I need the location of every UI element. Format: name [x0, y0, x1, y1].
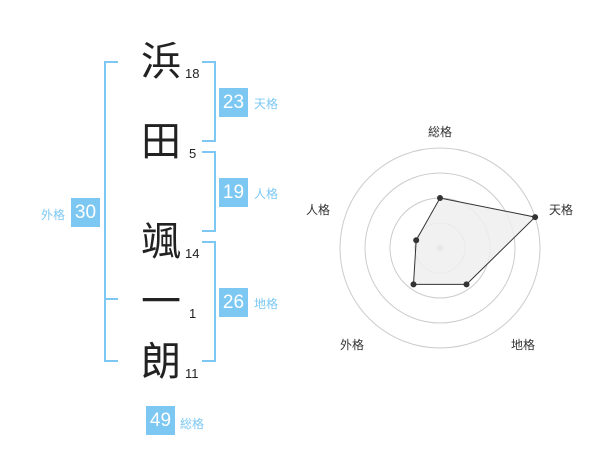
gaikaku-bracket: [104, 61, 118, 362]
radar-point-5: [413, 237, 420, 244]
radar-axis-label-soukaku: 総格: [428, 125, 453, 139]
stroke-count-2: 5: [189, 146, 197, 161]
jinkaku-label: 人格: [254, 187, 279, 201]
gaikaku-label: 外格: [41, 208, 66, 222]
soukaku-value: 49: [146, 406, 175, 435]
stroke-count-5: 11: [185, 366, 199, 381]
chikaku-value: 26: [219, 288, 248, 317]
chikaku-label: 地格: [254, 297, 279, 311]
jinkaku-value: 19: [219, 178, 248, 207]
stroke-count-1: 18: [185, 66, 200, 81]
radar-point-1: [437, 195, 443, 201]
radar-grid-ring: [339, 147, 541, 349]
radar-point-3: [463, 281, 470, 288]
name-char-5: 朗: [141, 339, 181, 385]
jinkaku-bracket: [202, 151, 216, 232]
radar-shape: [412, 197, 537, 285]
stroke-count-4: 1: [189, 306, 197, 321]
radar-grid-ring: [364, 172, 516, 324]
radar-axis-label-gaikaku: 外格: [340, 338, 365, 352]
radar-axis-label-tenkaku: 天格: [549, 203, 574, 217]
radar-point-4: [410, 281, 417, 288]
chikaku-bracket: [202, 241, 216, 362]
tenkaku-value: 23: [219, 88, 248, 117]
gaikaku-value: 30: [71, 198, 100, 227]
radar-point-2: [532, 214, 539, 221]
stroke-count-3: 14: [185, 246, 200, 261]
name-char-4: 一: [141, 279, 181, 325]
name-char-1: 浜: [141, 39, 181, 85]
gaikaku-bracket-divider: [104, 298, 118, 300]
name-char-2: 田: [141, 119, 181, 165]
radar-axis-label-jinkaku: 人格: [306, 203, 331, 217]
tenkaku-label: 天格: [254, 97, 279, 111]
tenkaku-bracket: [202, 61, 216, 142]
radar-axis-label-chikaku: 地格: [511, 338, 536, 352]
name-char-3: 颯: [141, 219, 181, 265]
soukaku-label: 総格: [180, 417, 205, 431]
